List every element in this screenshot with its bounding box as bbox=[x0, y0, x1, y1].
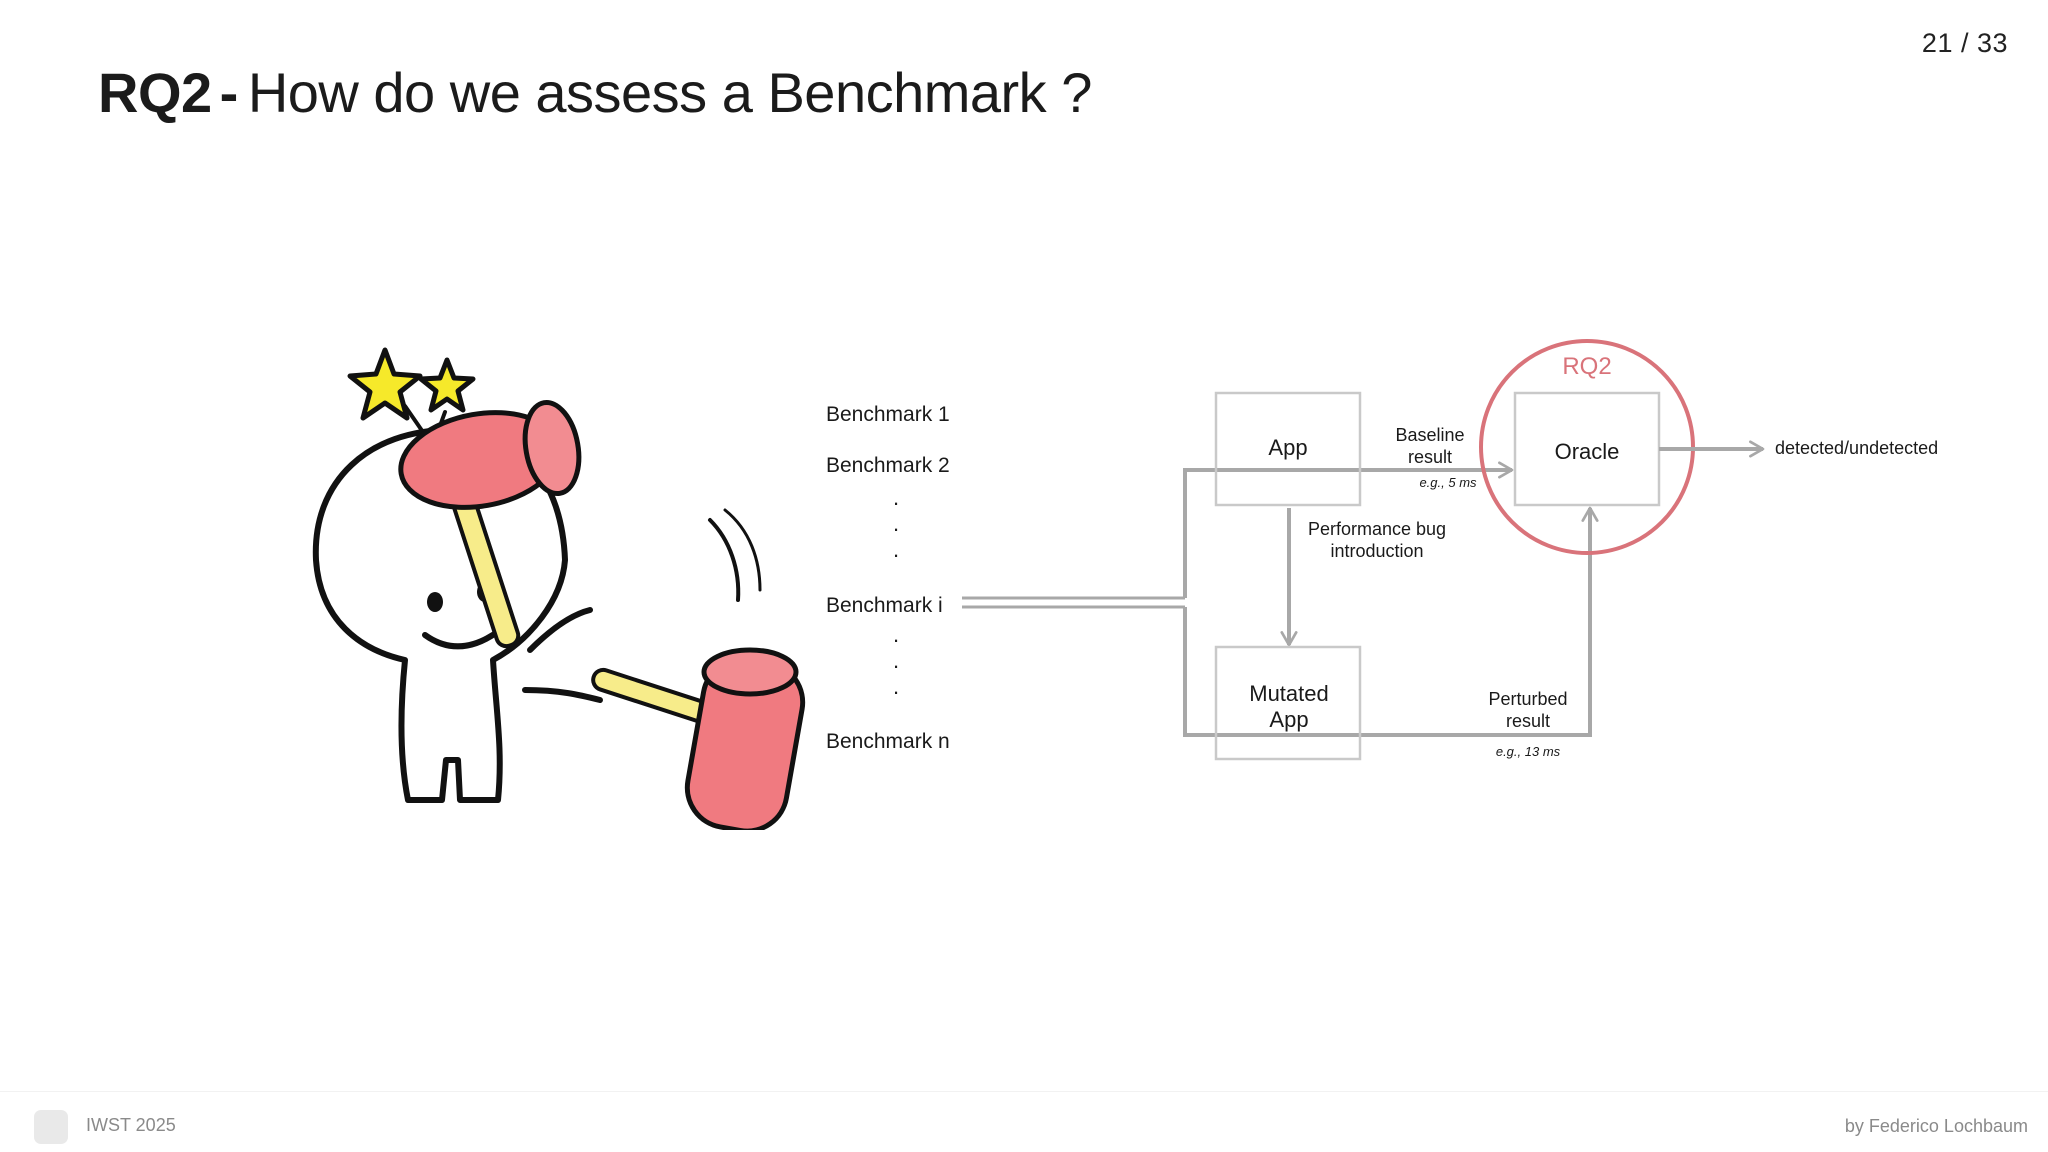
mallet-head-face bbox=[701, 647, 799, 697]
character-arm bbox=[522, 687, 603, 703]
page-counter: 21 / 33 bbox=[1921, 28, 2008, 58]
app-node bbox=[1214, 391, 1362, 507]
app-node-label: App bbox=[1268, 435, 1307, 460]
perturbed-label-line2: result bbox=[1506, 711, 1550, 731]
mutated-app-label-line1: Mutated bbox=[1249, 681, 1329, 706]
benchmark-1-label: Benchmark 1 bbox=[826, 403, 950, 426]
ellipsis-dot: . bbox=[893, 485, 899, 510]
footer-event: IWST 2025 bbox=[86, 1115, 176, 1135]
ellipsis-dot: . bbox=[893, 674, 899, 699]
performance-bug-label-line2: introduction bbox=[1330, 541, 1423, 561]
mutated-app-node bbox=[1214, 645, 1362, 761]
ellipsis-dot: . bbox=[893, 648, 899, 673]
title-question: How do we assess a Benchmark ? bbox=[247, 61, 1093, 124]
mallet-head-face bbox=[522, 399, 582, 497]
title-separator: - bbox=[219, 61, 239, 124]
slide-title: RQ2-How do we assess a Benchmark ? bbox=[98, 60, 1092, 125]
performance-bug-label: Performance bug bbox=[1308, 519, 1446, 539]
baseline-example: e.g., 5 ms bbox=[1419, 475, 1477, 490]
perturbed-label: Perturbed bbox=[1488, 689, 1567, 709]
oracle-node bbox=[1513, 391, 1661, 507]
benchmark-n-label: Benchmark n bbox=[826, 730, 950, 753]
baseline-label-line2: result bbox=[1408, 447, 1452, 467]
star-icon bbox=[347, 347, 423, 421]
oracle-node-label: Oracle bbox=[1555, 439, 1620, 464]
motion-line bbox=[723, 508, 762, 592]
title-rq-label: RQ2 bbox=[98, 61, 212, 124]
footer-author: by Federico Lochbaum bbox=[1844, 1116, 2028, 1136]
star-icon bbox=[418, 357, 476, 413]
footer: IWST 2025 by Federico Lochbaum bbox=[0, 1091, 2048, 1152]
ellipsis-dot: . bbox=[893, 537, 899, 562]
mutated-app-label-line2: App bbox=[1269, 707, 1308, 732]
baseline-label: Baseline bbox=[1395, 425, 1464, 445]
ellipsis-dot: . bbox=[893, 622, 899, 647]
character-eye bbox=[427, 592, 443, 612]
output-label: detected/undetected bbox=[1775, 438, 1938, 458]
ellipsis-dot: . bbox=[893, 511, 899, 536]
baseline-arrow bbox=[1183, 461, 1514, 598]
motion-line bbox=[708, 518, 741, 602]
character-mouth bbox=[422, 627, 503, 650]
benchmark-i-label: Benchmark i bbox=[826, 594, 943, 617]
rq2-highlight-label: RQ2 bbox=[1562, 353, 1611, 380]
benchmark-2-label: Benchmark 2 bbox=[826, 454, 950, 477]
perturbed-example: e.g., 13 ms bbox=[1496, 744, 1561, 759]
cartoon-character-icon bbox=[312, 347, 806, 830]
character-arm bbox=[527, 607, 593, 653]
footer-logo bbox=[34, 1110, 68, 1144]
perturbed-arrow bbox=[1183, 506, 1599, 737]
character-body bbox=[312, 427, 568, 803]
